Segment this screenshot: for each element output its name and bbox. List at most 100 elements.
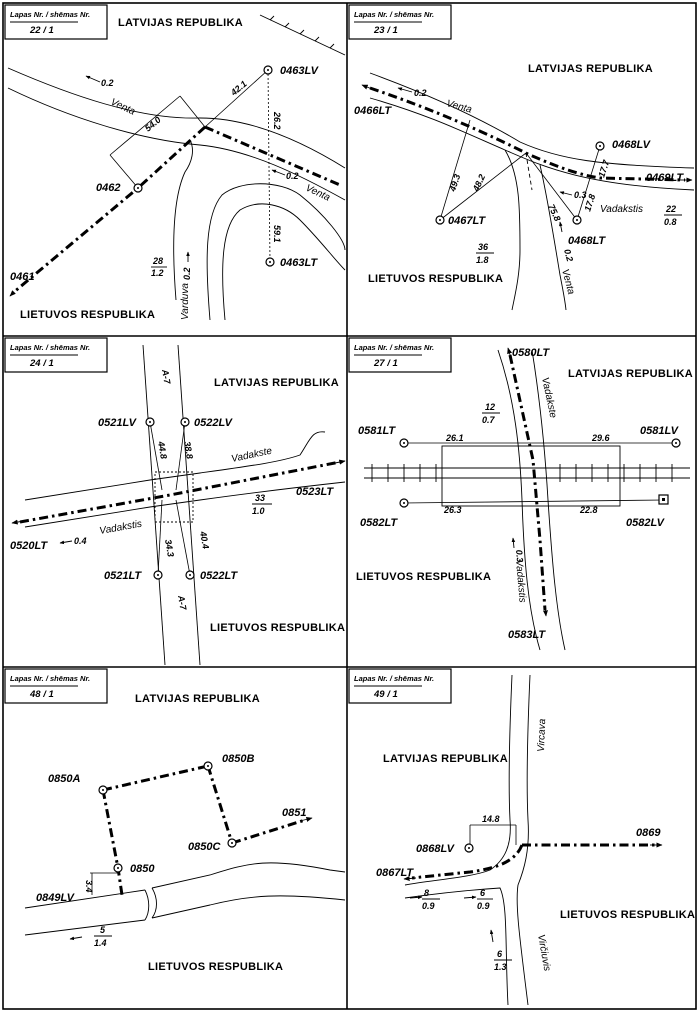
marker-label: 0850B [222, 753, 254, 765]
flow-label: 0.2 [286, 171, 299, 181]
sheet-number: 48 / 1 [29, 689, 54, 700]
marker-label: 0523LT [296, 486, 334, 498]
river-label: Venta [445, 98, 473, 115]
marker-label: 0582LV [626, 517, 666, 529]
road-label: A-7 [176, 594, 189, 612]
fraction-numerator: 8 [424, 888, 429, 898]
boundary-line [102, 764, 209, 792]
sheet-number-box: Lapas Nr. / shēmas Nr. 27 / 1 [348, 337, 452, 373]
flow-label: 0.2 [562, 248, 575, 263]
marker-label: 0867LT [376, 867, 414, 879]
sheet-number-box: Lapas Nr. / shēmas Nr. 23 / 1 [348, 4, 452, 40]
panel-27-1: Lapas Nr. / shēmas Nr. 27 / 1 LATVIJAS R… [348, 337, 693, 651]
marker-label: 0463LV [280, 65, 320, 77]
sheet-header-text: Lapas Nr. / shēmas Nr. [354, 10, 434, 19]
flow-label: 0.2 [414, 88, 427, 98]
distance-label: 17.7 [596, 158, 611, 179]
river-label: Vadakstis [99, 519, 143, 537]
republic-label-south: LIETUVOS RESPUBLIKA [20, 309, 155, 321]
panel-48-1: Lapas Nr. / shēmas Nr. 48 / 1 LATVIJAS R… [4, 668, 346, 973]
flow-label: 0.2 [182, 267, 192, 280]
marker-label: 0868LV [416, 843, 456, 855]
river-label: Varduva [180, 283, 191, 320]
distance-label: 29.6 [591, 433, 611, 443]
distance-label: 75.8 [546, 203, 562, 223]
panel-24-1: Lapas Nr. / shēmas Nr. 24 / 1 LATVIJAS R… [4, 337, 346, 666]
marker-label: 0520LT [10, 540, 48, 552]
distance-label: 38.8 [182, 441, 195, 460]
boundary-line [369, 86, 686, 182]
river-label: Virčiuvis [535, 934, 552, 972]
marker-label: 0581LV [640, 425, 680, 437]
river-label: Venta [109, 97, 137, 118]
panel-23-1: Lapas Nr. / shēmas Nr. 23 / 1 LATVIJAS R… [348, 4, 695, 311]
marker-label: 0581LT [358, 425, 396, 437]
boundary-line [508, 354, 547, 611]
republic-label-north: LATVIJAS REPUBLIKA [383, 753, 508, 765]
marker-label: 0583LT [508, 629, 546, 641]
road-label: A-7 [160, 368, 173, 386]
river-label: Vadakstis [513, 559, 528, 603]
panel-49-1: Lapas Nr. / shēmas Nr. 49 / 1 LATVIJAS R… [348, 668, 695, 1006]
republic-label-south: LIETUVOS RESPUBLIKA [560, 909, 695, 921]
sheet-header-text: Lapas Nr. / shēmas Nr. [10, 10, 90, 19]
republic-label-north: LATVIJAS REPUBLIKA [214, 377, 339, 389]
marker-label: 0522LT [200, 570, 238, 582]
republic-label-north: LATVIJAS REPUBLIKA [528, 63, 653, 75]
panel-22-1: Lapas Nr. / shēmas Nr. 22 / 1 LATVIJAS R… [4, 4, 346, 321]
sheet-header-text: Lapas Nr. / shēmas Nr. [10, 343, 90, 352]
distance-label: 22.8 [579, 505, 598, 515]
republic-label-south: LIETUVOS RESPUBLIKA [148, 961, 283, 973]
distance-label: 54.0 [143, 115, 163, 134]
fraction-numerator: 33 [255, 493, 265, 503]
flow-label: 0.2 [101, 78, 114, 88]
fraction-numerator: 36 [478, 242, 489, 252]
river-label: Vadakste [230, 445, 273, 464]
boundary-line [13, 125, 207, 294]
fraction-denominator: 1.2 [151, 268, 164, 278]
fraction-numerator: 5 [100, 925, 106, 935]
distance-label: 59.1 [272, 225, 282, 243]
fraction-denominator: 1.3 [494, 962, 507, 972]
marker-label: 0580LT [512, 347, 550, 359]
fraction-denominator: 0.8 [664, 217, 677, 227]
sheet-number-box: Lapas Nr. / shēmas Nr. 22 / 1 [4, 4, 108, 40]
distance-label: 40.4 [198, 530, 211, 550]
marker-label: 0850C [188, 841, 221, 853]
marker-label: 0850 [130, 863, 155, 875]
marker-label: 0461 [10, 271, 34, 283]
distance-label: 34.3 [163, 539, 176, 558]
sheet-number: 22 / 1 [29, 25, 54, 36]
sheet-number: 27 / 1 [373, 358, 398, 369]
distance-label: 3.4 [84, 880, 94, 893]
republic-label-south: LIETUVOS RESPUBLIKA [356, 571, 491, 583]
flow-label: 0.3 [574, 190, 587, 200]
fraction-denominator: 0.7 [482, 415, 496, 425]
marker-label: 0467LT [448, 215, 486, 227]
sheet-number-box: Lapas Nr. / shēmas Nr. 48 / 1 [4, 668, 108, 704]
marker-label: 0462 [96, 182, 120, 194]
sheet-number-box: Lapas Nr. / shēmas Nr. 24 / 1 [4, 337, 108, 373]
flow-label: 0.4 [74, 536, 87, 546]
fraction-numerator: 6 [497, 949, 503, 959]
distance-label: 44.8 [156, 440, 169, 460]
fraction-denominator: 1.4 [94, 938, 107, 948]
republic-label-south: LIETUVOS RESPUBLIKA [210, 622, 345, 634]
marker-label: 0521LV [98, 417, 138, 429]
sheet-number-box: Lapas Nr. / shēmas Nr. 49 / 1 [348, 668, 452, 704]
fraction-numerator: 6 [480, 888, 486, 898]
distance-label: 14.8 [482, 814, 500, 824]
republic-label-south: LIETUVOS RESPUBLIKA [368, 273, 503, 285]
marker-label: 0849LV [36, 892, 76, 904]
marker-label: 0521LT [104, 570, 142, 582]
river-label: Vadakstis [600, 204, 643, 215]
fraction-denominator: 0.9 [422, 901, 435, 911]
marker-label: 0582LT [360, 517, 398, 529]
distance-label: 26.1 [445, 433, 464, 443]
fraction-numerator: 22 [665, 204, 676, 214]
marker-label: 0468LV [612, 139, 652, 151]
distance-label: 49.3 [447, 173, 462, 194]
distance-label: 48.2 [470, 173, 487, 194]
